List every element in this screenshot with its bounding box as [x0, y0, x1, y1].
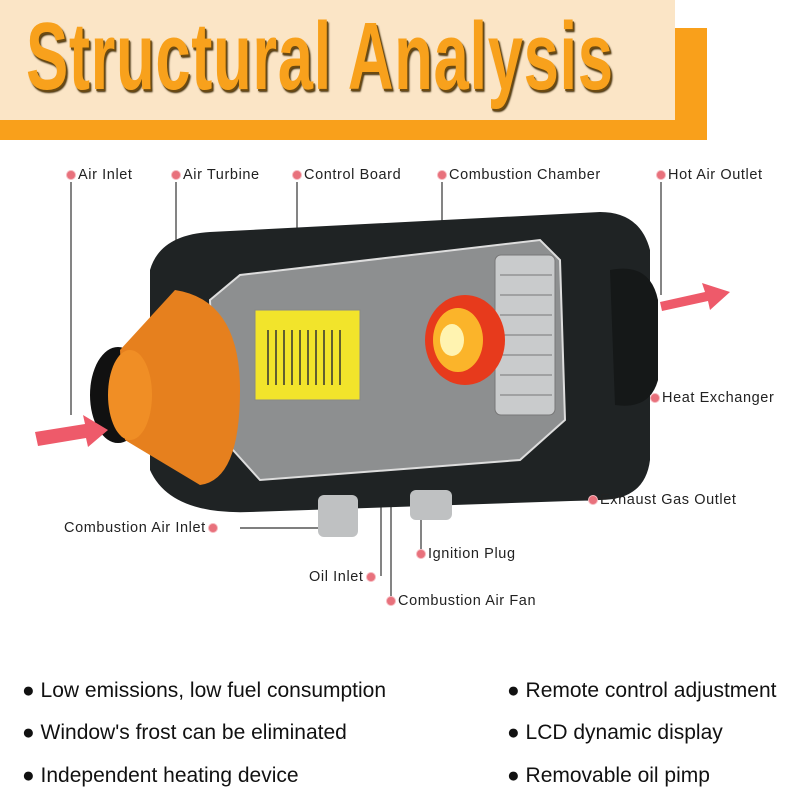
- inflow-arrow-icon: [35, 415, 108, 447]
- label-control-board: Control Board: [290, 167, 401, 183]
- marker-dot-icon: [365, 572, 376, 583]
- hot-air-outlet-pipe: [610, 268, 658, 406]
- label-air-turbine: Air Turbine: [169, 167, 260, 183]
- air-turbine-shape: [120, 290, 240, 485]
- marker-dot-icon: [416, 549, 426, 560]
- label-oil-inlet: Oil Inlet: [309, 569, 378, 585]
- feature-item: ● Independent heating device: [22, 764, 299, 787]
- feature-item: ● Window's frost can be eliminated: [22, 721, 347, 744]
- label-combustion-air-inlet: Combustion Air Inlet: [64, 520, 220, 536]
- marker-dot-icon: [588, 495, 598, 506]
- label-air-inlet: Air Inlet: [64, 167, 133, 183]
- label-heat-exchanger: Heat Exchanger: [648, 390, 774, 406]
- exhaust-pipe: [410, 490, 452, 520]
- page-title: Structural Analysis: [26, 3, 614, 110]
- combustion-air-inlet-pipe: [318, 495, 358, 537]
- marker-dot-icon: [437, 170, 447, 181]
- title-banner: [0, 0, 675, 120]
- feature-item: ● Remote control adjustment: [507, 679, 777, 702]
- marker-dot-icon: [650, 393, 660, 404]
- marker-dot-icon: [292, 170, 302, 181]
- marker-dot-icon: [386, 596, 396, 607]
- marker-dot-icon: [66, 170, 76, 181]
- marker-dot-icon: [171, 170, 181, 181]
- label-hot-air-outlet: Hot Air Outlet: [654, 167, 763, 183]
- feature-item: ● Removable oil pimp: [507, 764, 710, 787]
- label-combustion-air-fan: Combustion Air Fan: [384, 593, 536, 609]
- label-combustion-chamber: Combustion Chamber: [435, 167, 601, 183]
- label-exhaust-gas-outlet: Exhaust Gas Outlet: [586, 492, 737, 508]
- feature-item: ● LCD dynamic display: [507, 721, 723, 744]
- label-ignition-plug: Ignition Plug: [414, 546, 516, 562]
- heat-exchanger-fins: [494, 254, 556, 416]
- outflow-arrow-icon: [660, 283, 730, 311]
- marker-dot-icon: [656, 170, 666, 181]
- marker-dot-icon: [207, 523, 218, 534]
- feature-item: ● Low emissions, low fuel consumption: [22, 679, 387, 702]
